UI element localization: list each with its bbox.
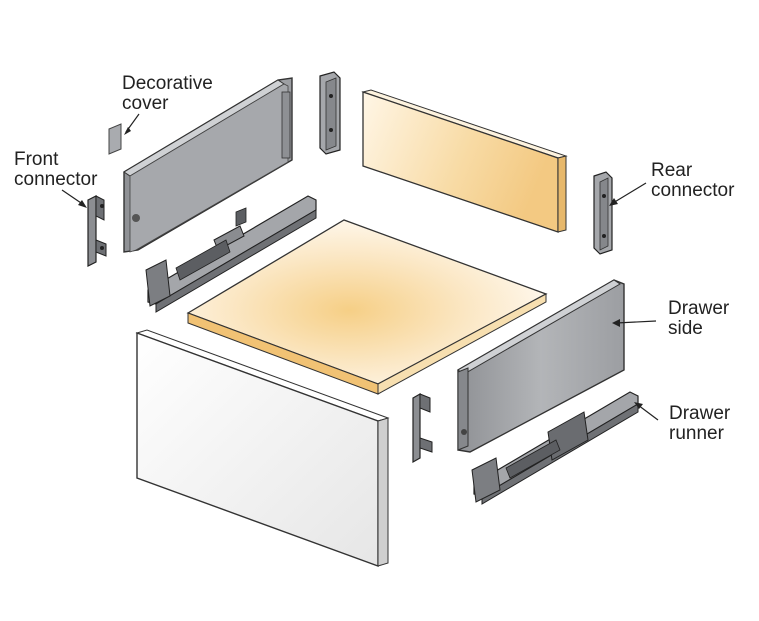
drawer-base (186, 219, 548, 395)
rear-connector-right (593, 171, 613, 255)
right-drawer-side (457, 279, 625, 453)
decorative-cover (108, 123, 122, 155)
front-connector-left (87, 195, 107, 267)
drawer-side-leader (615, 320, 657, 324)
right-drawer-runner (471, 391, 639, 505)
front-panel (135, 329, 390, 568)
label-front-connector: Front connector (14, 149, 98, 190)
drawer-runner-leader (637, 404, 659, 421)
decorative-cover-arrowhead (124, 127, 131, 135)
rear-panel (361, 89, 568, 233)
left-drawer-runner (145, 195, 317, 313)
rear-connector-arrowhead (609, 198, 618, 206)
rear-connector-left (319, 71, 341, 155)
label-drawer-side: Drawer side (668, 298, 730, 339)
drawer-runner-arrowhead (634, 402, 643, 409)
label-drawer-runner: Drawer runner (669, 403, 731, 444)
label-decorative-cover: Decorative cover (122, 73, 213, 114)
left-drawer-side (123, 77, 293, 253)
front-connector-right (412, 392, 433, 464)
front-connector-arrowhead (78, 200, 87, 208)
drawer-side-arrowhead (612, 319, 620, 327)
label-rear-connector: Rear connector (651, 160, 735, 201)
rear-connector-leader (612, 182, 647, 204)
